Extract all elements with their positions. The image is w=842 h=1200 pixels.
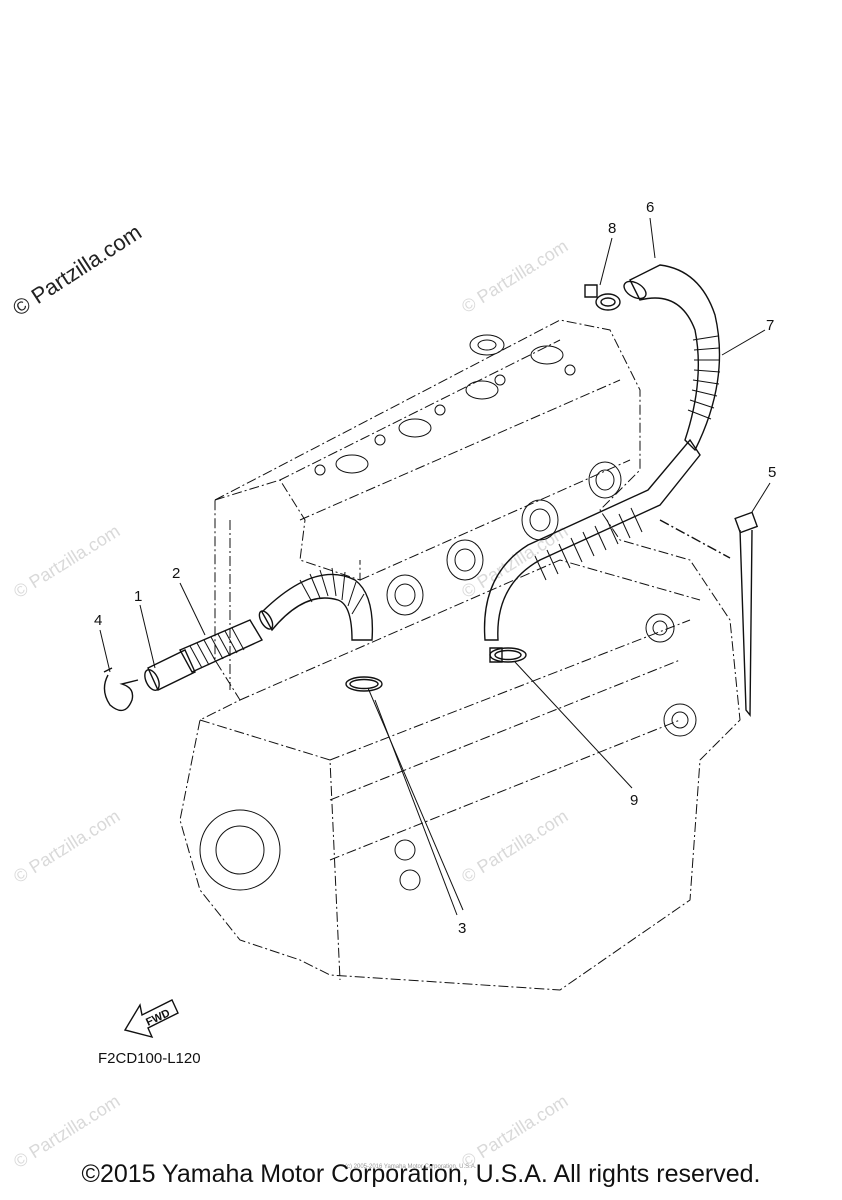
callout-9: 9 <box>630 792 639 809</box>
small-copyright: (c) 2005-2016 Yamaha Motor Corporation, … <box>345 1164 477 1170</box>
callout-2: 2 <box>172 565 181 582</box>
clip-part-4 <box>104 668 138 710</box>
clamp-part-8 <box>585 285 620 310</box>
callout-1: 1 <box>134 588 143 605</box>
copyright-footer: ©2015 Yamaha Motor Corporation, U.S.A. A… <box>81 1160 761 1188</box>
fwd-arrow-icon <box>125 1000 178 1037</box>
clamp-part-9 <box>490 648 526 662</box>
callout-6: 6 <box>646 199 655 216</box>
engine-ports <box>200 335 696 890</box>
callout-5: 5 <box>768 464 777 481</box>
hose-part-6-7 <box>485 265 720 640</box>
callout-7: 7 <box>766 317 775 334</box>
hose-part-1 <box>142 650 195 693</box>
hose-part-2 <box>180 568 372 672</box>
callout-8: 8 <box>608 220 617 237</box>
diagram-code: F2CD100-L120 <box>98 1050 201 1067</box>
fwd-label: FWD <box>144 1007 172 1028</box>
leader-lines <box>100 218 770 915</box>
callout-4: 4 <box>94 612 103 629</box>
engine-block <box>180 320 740 990</box>
o-ring-part-3 <box>346 677 382 691</box>
callout-3: 3 <box>458 920 467 937</box>
cable-tie-part-5 <box>660 512 757 715</box>
